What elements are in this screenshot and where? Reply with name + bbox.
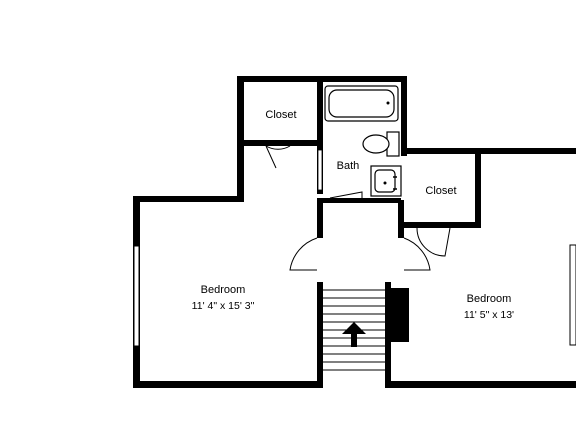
- doors: [265, 145, 451, 271]
- closet-right-label: Closet: [425, 185, 456, 197]
- bedroom-left-label: Bedroom: [201, 284, 246, 296]
- sink-icon: [370, 165, 402, 197]
- bedroom-left-dimensions: 11' 4" x 15' 3": [192, 300, 255, 312]
- bedroom-right-label: Bedroom: [467, 293, 512, 305]
- stairs: [323, 289, 385, 371]
- arrow-up-icon: [342, 322, 366, 347]
- walls: [133, 76, 576, 388]
- bath-label: Bath: [337, 160, 360, 172]
- windows: [133, 244, 576, 347]
- bedroom-right-dimensions: 11' 5" x 13': [464, 309, 514, 321]
- bath-fixtures: [324, 85, 402, 197]
- toilet-icon: [362, 131, 400, 157]
- closet-top-label: Closet: [265, 109, 296, 121]
